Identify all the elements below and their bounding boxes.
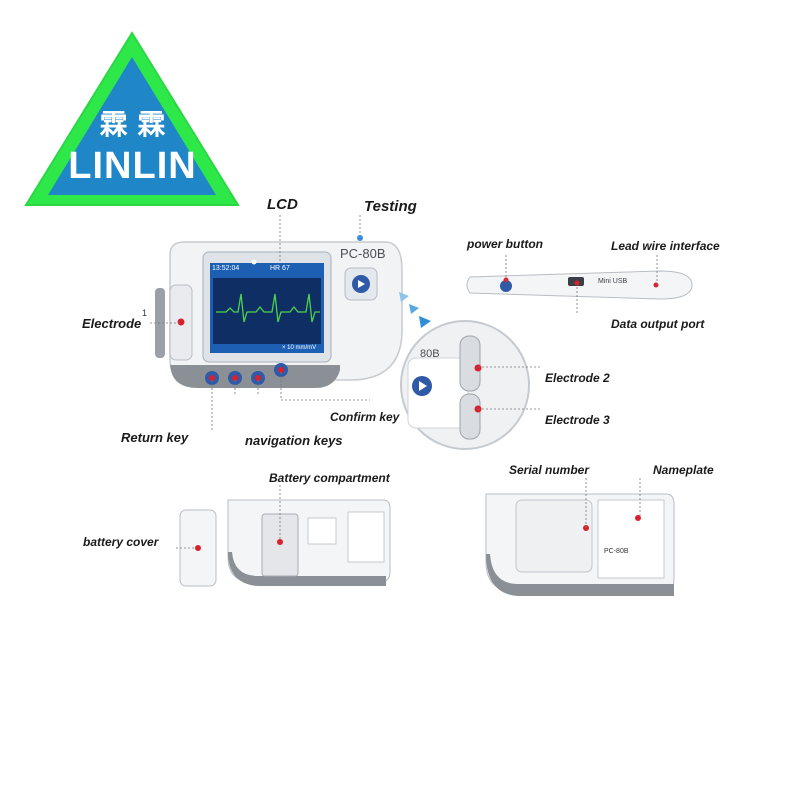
zoom-detail-circle: 80B [398,318,533,453]
label-lcd: LCD [267,196,298,213]
label-testing: Testing [364,198,417,215]
serial-number-plate [515,499,593,573]
back-view-nameplate: PC-80B [478,488,678,600]
label-lead-wire: Lead wire interface [611,239,720,253]
back-view-battery [218,492,393,592]
main-device-illustration: 13:52:04 HR 67 × 10 mm/mV PC-80B [150,230,410,405]
label-battery-compartment: Battery compartment [269,471,390,485]
screen-time: 13:52:04 [212,265,240,272]
side-view-device: Mini USB [460,255,700,315]
label-navigation-keys: navigation keys [245,433,343,448]
usb-label: Mini USB [598,278,628,285]
label-serial-number: Serial number [509,463,590,477]
logo-brand-text: LINLIN [68,145,197,187]
electrode-2-pad [459,335,481,392]
ecg-waveform [216,293,320,323]
screen-scale: × 10 mm/mV [282,345,317,351]
label-return-key: Return key [121,430,189,445]
nameplate-model: PC-80B [604,548,629,555]
label-electrode-2: Electrode 2 [545,371,610,385]
nameplate-sticker [597,499,665,579]
device-model-label: PC-80B [340,246,386,261]
electrode-3-pad [459,393,481,440]
zoom-arrows [395,288,435,333]
label-electrode-num: 1 [142,308,148,318]
label-electrode-3: Electrode 3 [545,413,610,427]
screen-hr: HR 67 [270,265,290,272]
label-data-output: Data output port [611,317,705,331]
label-electrode: Electrode [82,316,142,331]
brand-logo: 霖 霖 LINLIN [20,25,245,210]
label-confirm-key: Confirm key [330,410,400,424]
label-nameplate: Nameplate [653,463,714,477]
label-power-button: power button [467,237,543,251]
power-button-icon [500,280,512,292]
logo-chinese-text: 霖 霖 [99,108,166,141]
logo-inner-triangle [48,57,216,195]
label-battery-cover: battery cover [83,535,159,549]
zoom-model-label: 80B [420,348,440,360]
